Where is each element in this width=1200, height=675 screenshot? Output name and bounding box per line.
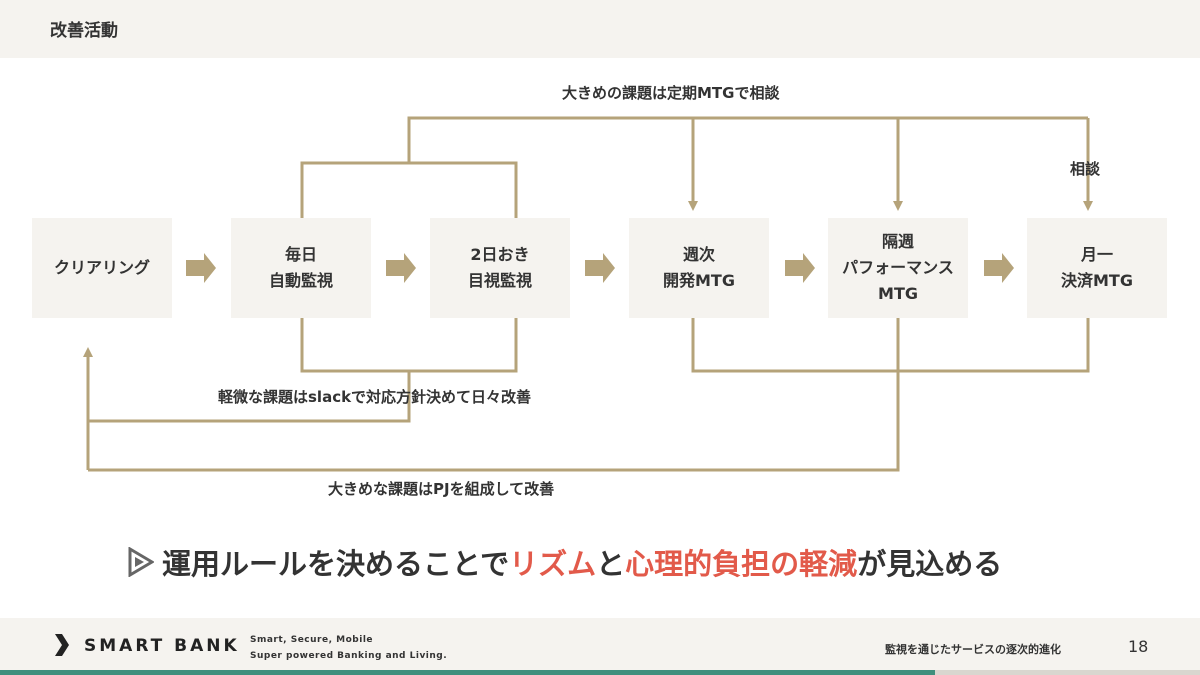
triangle-bullet-icon (128, 547, 154, 577)
brand-tagline: Smart, Secure, Mobile Super powered Bank… (250, 635, 448, 661)
top-feed-line (407, 116, 1088, 163)
slack-return-line (88, 371, 411, 423)
page-number: 18 (1128, 637, 1149, 656)
conclusion-highlight-rhythm: リズム (509, 547, 597, 581)
footer-bar (0, 618, 1200, 670)
step-arrow-4 (785, 253, 815, 283)
top-bracket-daily-2day (300, 161, 518, 218)
pj-return-line (88, 318, 900, 472)
label-big-issue-regular: 大きめの課題は定期MTGで相談 (562, 84, 780, 102)
step-monthly-payment-mtg: 月一 決済MTG (1027, 218, 1167, 318)
step-biweekly-performance-mtg: 隔週 パフォーマンス MTG (828, 218, 968, 318)
step-weekly-dev-mtg: 週次 開発MTG (629, 218, 769, 318)
smartbank-logo-icon (55, 634, 69, 656)
step-arrow-2 (386, 253, 416, 283)
step-2day-visual-monitor: 2日おき 目視監視 (430, 218, 570, 318)
step-arrow-1 (186, 253, 216, 283)
label-small-issue-slack: 軽微な課題はslackで対応方針決めて日々改善 (218, 388, 532, 406)
brand-name: SMART BANK (84, 636, 240, 656)
header-bar: 改善活動 (0, 0, 1200, 58)
step-arrows (186, 253, 1014, 283)
label-big-issue-pj: 大きめな課題はPJを組成して改善 (328, 480, 555, 498)
conclusion-statement: 運用ルールを決めることでリズムと心理的負担の軽減が見込める (128, 540, 1002, 584)
step-arrow-3 (585, 253, 615, 283)
bottom-bracket-daily-2day (300, 318, 518, 373)
footer-caption: 監視を通じたサービスの逐次的進化 (885, 643, 1061, 656)
conclusion-text-3: が見込める (857, 547, 1003, 581)
step-clearing: クリアリング (32, 218, 172, 318)
conclusion-text-1: 運用ルールを決めることで (162, 547, 510, 581)
conclusion-highlight-burden: 心理的負担の軽減 (625, 547, 858, 581)
conclusion-text-2: と (596, 547, 626, 581)
footer-accent-green (0, 670, 935, 675)
step-arrow-5 (984, 253, 1014, 283)
step-daily-auto-monitor: 毎日 自動監視 (231, 218, 371, 318)
label-consult: 相談 (1070, 160, 1101, 178)
bottom-bracket-meetings (691, 318, 1090, 373)
footer-accent-gray (935, 670, 1200, 675)
page-title: 改善活動 (50, 21, 118, 41)
